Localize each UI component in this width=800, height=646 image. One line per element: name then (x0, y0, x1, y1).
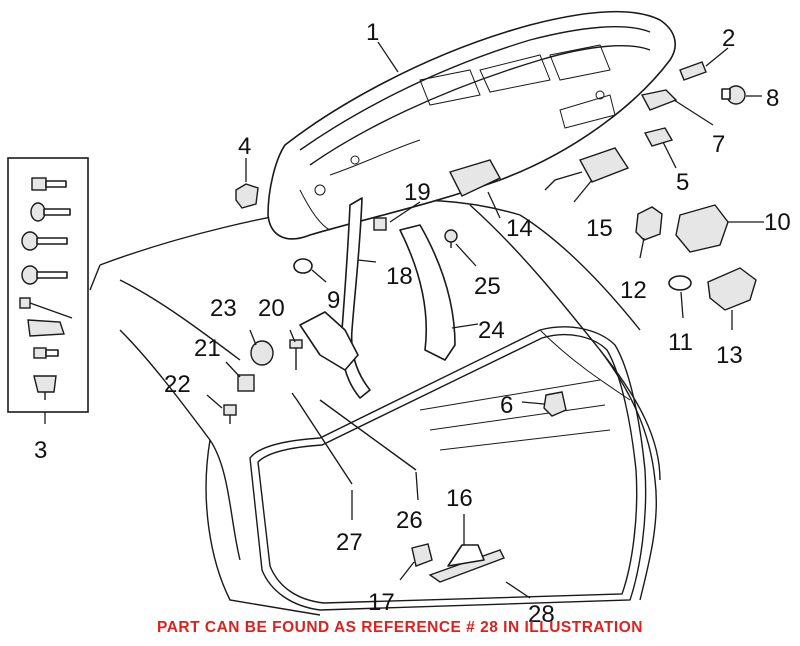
part-23-buffer (250, 340, 274, 366)
callout-numbers: 1 2 3 4 5 6 7 8 9 10 11 12 13 14 15 16 1… (34, 19, 791, 628)
callout-24: 24 (478, 317, 505, 344)
callout-14: 14 (506, 215, 533, 242)
part-25-bumper (444, 229, 458, 248)
clip-icon (33, 375, 57, 400)
bolt-icon (31, 177, 67, 191)
trunk-lid-1 (267, 10, 676, 240)
part-20-bolt (289, 339, 303, 370)
part-27-strut (291, 392, 353, 485)
part-22-screw (223, 404, 237, 424)
callout-25: 25 (474, 273, 501, 300)
callout-27: 27 (336, 529, 363, 556)
part-19-clip (373, 217, 387, 231)
part-9-plug (293, 258, 313, 274)
part-6-cap (543, 391, 567, 417)
callout-18: 18 (386, 263, 413, 290)
callout-9: 9 (327, 287, 340, 314)
part-2-pad (679, 61, 707, 81)
callout-22: 22 (164, 371, 191, 398)
clip-nut-icon (27, 319, 65, 337)
bolt-icon (30, 202, 71, 222)
leader-lines (206, 41, 764, 599)
callout-23: 23 (210, 295, 237, 322)
part-4-cap (235, 183, 259, 209)
part-16-striker (428, 544, 505, 583)
part-8-bumper (721, 85, 746, 105)
callout-15: 15 (586, 215, 613, 242)
callout-16: 16 (446, 485, 473, 512)
screw-icon (33, 347, 59, 359)
part-15-rod-switch (544, 147, 630, 191)
callout-5: 5 (676, 169, 689, 196)
part-5-bracket (643, 127, 674, 147)
callout-10: 10 (764, 209, 791, 236)
rivet-icon (19, 297, 73, 319)
part-7-bracket (640, 89, 678, 111)
part-13-cover (707, 267, 757, 311)
part-17-bracket (411, 543, 433, 567)
callout-6: 6 (500, 392, 513, 419)
part-26-spring (319, 399, 417, 471)
callout-17: 17 (368, 589, 395, 616)
callout-4: 4 (238, 133, 251, 160)
part-21-nut (237, 374, 255, 392)
callout-26: 26 (396, 507, 423, 534)
trunk-seal-28 (249, 326, 647, 611)
callout-12: 12 (620, 277, 647, 304)
callout-3: 3 (34, 437, 47, 464)
callout-19: 19 (404, 179, 431, 206)
part-24-hinge-arm (399, 224, 456, 361)
callout-13: 13 (716, 342, 743, 369)
callout-7: 7 (712, 131, 725, 158)
part-10-latch (675, 204, 729, 253)
callout-20: 20 (258, 295, 285, 322)
callout-11: 11 (668, 329, 693, 356)
part-11-grommet (668, 275, 692, 291)
bolt-icon (21, 265, 68, 285)
part-14-handle (449, 159, 501, 197)
bolt-icon (21, 231, 68, 251)
callout-21: 21 (194, 335, 221, 362)
callout-1: 1 (366, 19, 379, 46)
hardware-kit-box-3 (7, 157, 89, 424)
callout-8: 8 (766, 85, 779, 112)
callout-28: 28 (528, 601, 555, 628)
part-hinge-bracket (299, 311, 359, 371)
reference-caption: PART CAN BE FOUND AS REFERENCE # 28 IN I… (157, 619, 643, 636)
part-12-cap (635, 206, 663, 241)
callout-2: 2 (722, 25, 735, 52)
